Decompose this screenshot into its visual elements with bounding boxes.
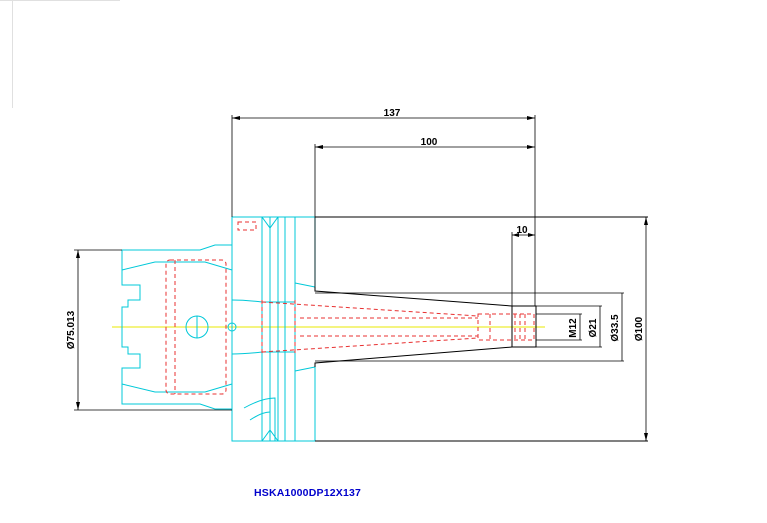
- dim-gauge-length: 100: [421, 137, 438, 148]
- page-frame-corner: [0, 0, 120, 108]
- nose-outline: [314, 216, 648, 442]
- dimension-arrows: [76, 116, 648, 441]
- tool-outline: [121, 216, 316, 442]
- dim-end-length: 10: [516, 225, 528, 236]
- dim-shank-diameter: Ø75.013: [66, 310, 77, 349]
- sight-hole: [185, 315, 209, 339]
- dimension-lines: [74, 115, 647, 441]
- dim-thread: M12: [568, 318, 579, 338]
- part-number-label: HSKA1000DP12X137: [254, 487, 362, 499]
- dim-overall-length: 137: [384, 108, 401, 119]
- dim-nose-diameter: Ø33.5: [610, 314, 621, 342]
- dim-bore-diameter: Ø21: [588, 318, 599, 337]
- hidden-features: [165, 221, 535, 395]
- dim-flange-diameter: Ø100: [634, 316, 645, 341]
